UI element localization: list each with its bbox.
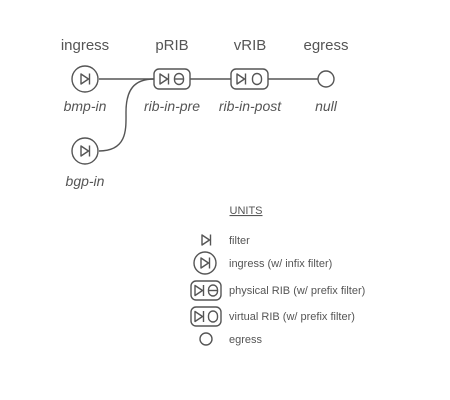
legend-label-egress: egress [229, 334, 263, 346]
edge-bgp-in-to-rib-in-pre [98, 78, 155, 152]
legend-label-virtual-rib: virtual RIB (w/ prefix filter) [229, 311, 355, 323]
column-header-ingress: ingress [61, 37, 109, 54]
node-bgp-in [71, 137, 99, 165]
ingress-circle [71, 137, 99, 165]
legend-ingress-circle [193, 251, 217, 275]
node-rib-in-post [230, 68, 269, 90]
connector-lines [98, 78, 318, 152]
node-label-bmp-in: bmp-in [64, 98, 107, 114]
node-label-bgp-in: bgp-in [66, 173, 105, 189]
node-label-rib-in-pre: rib-in-pre [144, 98, 200, 114]
legend-label-physical-rib: physical RIB (w/ prefix filter) [229, 285, 365, 297]
legend-label-ingress: ingress (w/ infix filter) [229, 258, 332, 270]
node-null-egress-circle [317, 70, 335, 88]
legend-label-filter: filter [229, 235, 250, 247]
legend-title: UNITS [230, 205, 263, 217]
legend-virtual-rib-box [190, 306, 222, 327]
column-header-prib: pRIB [155, 37, 188, 54]
legend: UNITS filter ingress (w/ infix filter) p… [190, 205, 365, 346]
node-rib-in-pre [153, 68, 191, 90]
node-label-rib-in-post: rib-in-post [219, 98, 282, 114]
node-label-null: null [315, 98, 338, 114]
legend-egress-circle [199, 332, 213, 346]
legend-filter-icon [201, 233, 212, 247]
node-bmp-in [71, 65, 99, 93]
ingress-circle [71, 65, 99, 93]
legend-physical-rib-box [190, 280, 222, 301]
column-header-egress: egress [303, 37, 348, 54]
column-header-vrib: vRIB [234, 37, 267, 54]
